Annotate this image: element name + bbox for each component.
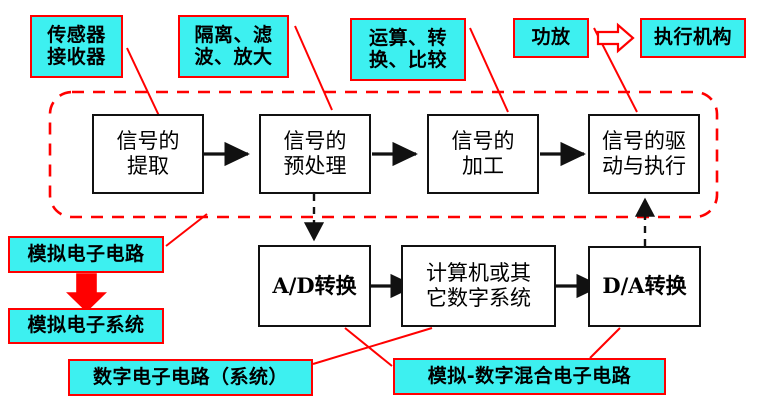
tag-isolation-line1: 隔离、滤 (194, 24, 273, 47)
block-arrow-analog-circuit-to-system (66, 273, 107, 313)
box-signal-extraction-line1: 信号的 (116, 129, 180, 154)
tag-sensor-line1: 传感器 (47, 24, 106, 47)
leader-analog-circuit (165, 213, 208, 247)
tag-mixed-analog-digital-circuit: 模拟-数字混合电子电路 (393, 358, 666, 395)
box-signal-processing-line2: 加工 (462, 154, 504, 178)
box-signal-preprocessing-line2: 预处理 (283, 154, 347, 178)
box-signal-processing-line1: 信号的 (451, 129, 515, 154)
box-computer-line1: 计算机或其 (426, 261, 531, 286)
box-computer-line2: 它数字系统 (426, 286, 531, 310)
tag-actuator-label: 执行机构 (653, 26, 732, 49)
tag-isolation-line2: 波、放大 (194, 45, 273, 68)
tag-power-amplifier: 功放 (513, 18, 589, 58)
tag-operation-line2: 换、比较 (368, 48, 447, 71)
tag-analog-electronic-circuit: 模拟电子电路 (8, 236, 164, 273)
box-dac-label: D/A转换 (602, 273, 687, 299)
tag-power-amplifier-label: 功放 (531, 26, 571, 49)
leader-sensor (126, 47, 162, 121)
box-signal-preprocessing: 信号的 预处理 (259, 114, 371, 194)
box-adc: A/D转换 (258, 245, 371, 327)
box-signal-drive-line2: 动与执行 (602, 154, 686, 178)
leader-power-amp (593, 27, 638, 113)
leader-mixed-circuit-left (344, 327, 393, 367)
tag-operation-convert-compare: 运算、转 换、比较 (350, 18, 466, 81)
box-computer-or-digital-system: 计算机或其 它数字系统 (401, 245, 556, 327)
tag-analog-electronic-system: 模拟电子系统 (8, 308, 164, 344)
tag-isolation-filter-amplify: 隔离、滤 波、放大 (178, 15, 289, 78)
tag-operation-line1: 运算、转 (368, 27, 447, 50)
tag-mixed-analog-digital-circuit-label: 模拟-数字混合电子电路 (427, 364, 632, 387)
box-adc-label: A/D转换 (272, 272, 357, 298)
box-signal-processing: 信号的 加工 (427, 114, 539, 194)
leader-isolation (294, 25, 333, 111)
leader-mixed-circuit-right (589, 327, 621, 359)
box-signal-preprocessing-line1: 信号的 (283, 129, 347, 154)
box-signal-extraction-line2: 提取 (127, 154, 169, 178)
leader-operation (469, 27, 509, 113)
block-arrow-power-to-actuator (596, 22, 635, 54)
box-signal-drive-line1: 信号的驱 (602, 129, 686, 154)
tag-analog-electronic-system-label: 模拟电子系统 (27, 314, 145, 337)
tag-digital-electronic-circuit-label: 数字电子电路（系统） (92, 365, 288, 388)
box-dac: D/A转换 (588, 246, 701, 327)
tag-analog-electronic-circuit-label: 模拟电子电路 (27, 242, 145, 265)
tag-sensor: 传感器 接收器 (30, 15, 123, 78)
box-signal-drive-execution: 信号的驱 动与执行 (588, 114, 700, 194)
tag-actuator: 执行机构 (640, 18, 746, 58)
tag-sensor-line2: 接收器 (47, 45, 106, 68)
box-signal-extraction: 信号的 提取 (92, 114, 204, 194)
tag-digital-electronic-circuit: 数字电子电路（系统） (68, 359, 313, 396)
